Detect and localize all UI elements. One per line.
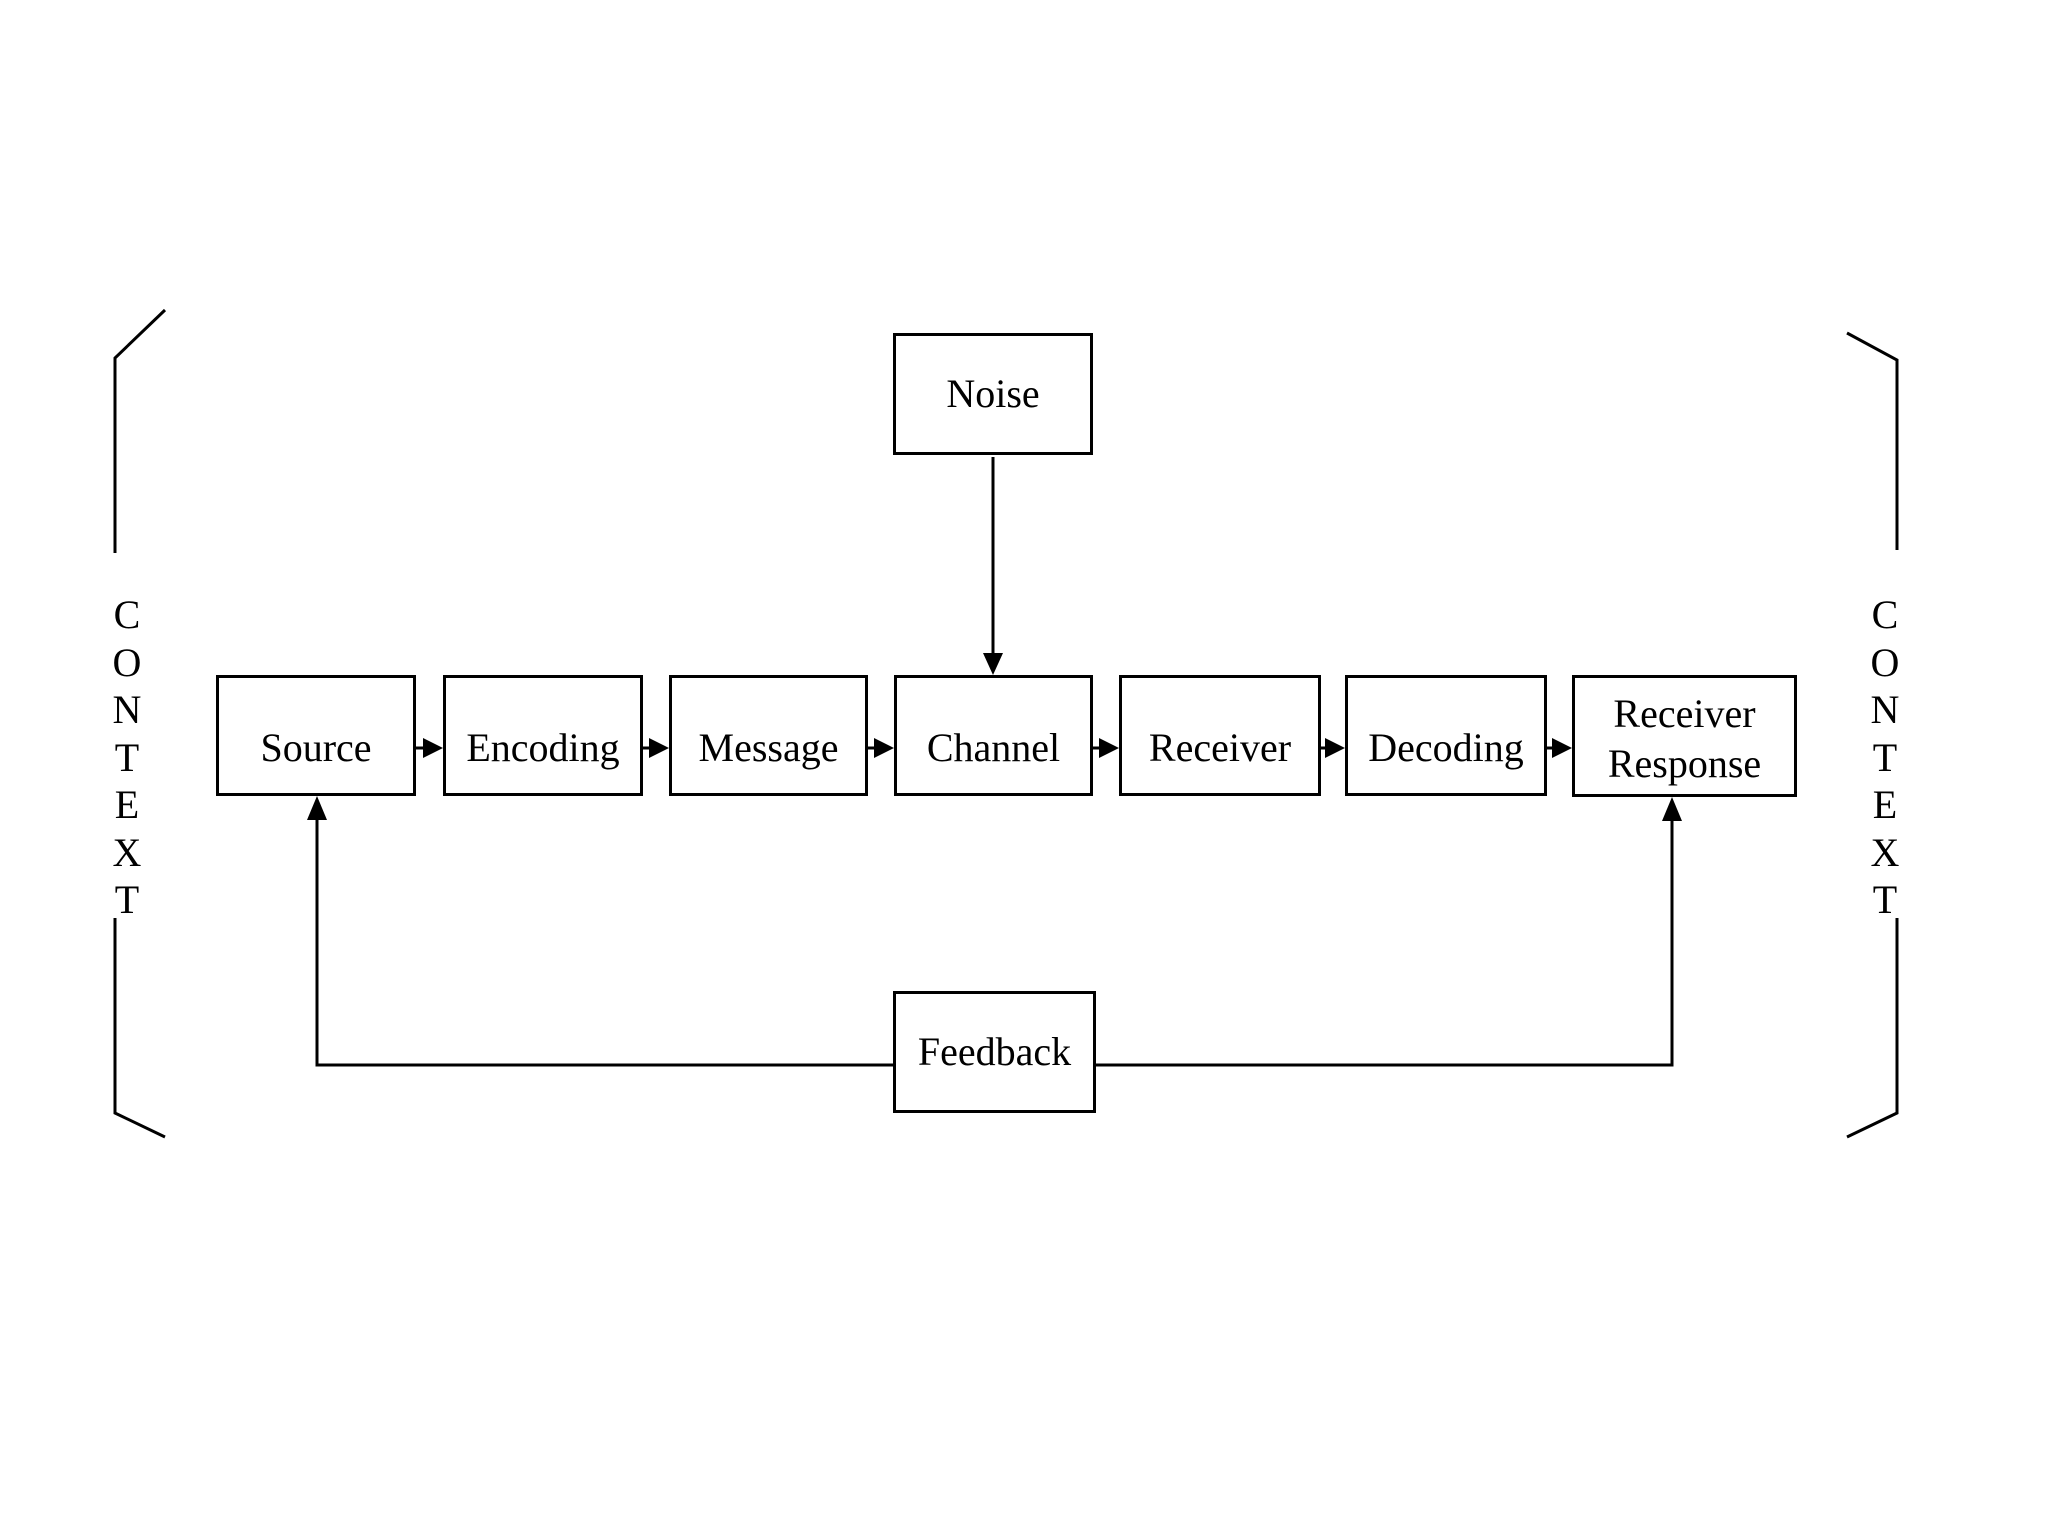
context-right-letter: C xyxy=(1871,592,1899,637)
encoding-to-message-arrowhead-icon xyxy=(649,738,669,758)
context-bracket-left-bottom xyxy=(113,918,166,1139)
feedback-to-receiver-response-line xyxy=(1096,821,1674,1067)
decoding-label: Decoding xyxy=(1368,724,1524,770)
receiver-response-label: Receiver Response xyxy=(1607,691,1762,786)
context-right-letter: X xyxy=(1870,829,1900,875)
noise-label: Noise xyxy=(946,371,1040,416)
encoding-box: Encoding xyxy=(443,675,643,796)
message-box: Message xyxy=(669,675,868,796)
context-right-letter: T xyxy=(1872,877,1898,922)
context-right-letter: N xyxy=(1870,687,1900,732)
context-right-letter: E xyxy=(1872,782,1898,827)
context-label-left: C O N T E X T xyxy=(95,591,159,924)
receiver-label: Receiver xyxy=(1148,724,1292,770)
channel-to-receiver-arrowhead-icon xyxy=(1099,738,1119,758)
receiver-box: Receiver xyxy=(1119,675,1321,796)
feedback-to-source-line xyxy=(315,820,893,1067)
noise-box: Noise xyxy=(893,333,1093,455)
message-label: Message xyxy=(698,724,839,770)
source-to-encoding-arrowhead-icon xyxy=(423,738,443,758)
receiver-response-box: Receiver Response xyxy=(1572,675,1797,797)
context-right-letter: O xyxy=(1870,639,1900,685)
context-right-letter: T xyxy=(1872,734,1898,780)
source-label: Source xyxy=(260,724,372,770)
decoding-to-receiver-response-arrowhead-icon xyxy=(1552,738,1572,758)
feedback-to-source-arrowhead-icon xyxy=(307,796,327,820)
channel-box: Channel xyxy=(894,675,1093,796)
feedback-label: Feedback xyxy=(917,1029,1072,1074)
receiver-to-decoding-arrowhead-icon xyxy=(1325,738,1345,758)
context-left-letter: T xyxy=(114,734,140,780)
context-left-letter: X xyxy=(112,829,142,875)
context-left-letter: O xyxy=(112,639,142,685)
message-to-channel-arrowhead-icon xyxy=(874,738,894,758)
feedback-box: Feedback xyxy=(893,991,1096,1113)
context-left-letter: T xyxy=(114,877,140,922)
decoding-box: Decoding xyxy=(1345,675,1547,796)
context-left-letter: N xyxy=(112,687,142,732)
context-bracket-right-bottom xyxy=(1846,918,1899,1139)
noise-arrowhead-icon xyxy=(983,653,1003,675)
encoding-label: Encoding xyxy=(466,724,620,770)
context-bracket-left-top xyxy=(113,308,167,553)
context-bracket-right-top xyxy=(1846,331,1899,550)
source-box: Source xyxy=(216,675,416,796)
channel-label: Channel xyxy=(926,724,1061,770)
context-left-letter: E xyxy=(114,782,140,827)
context-left-letter: C xyxy=(113,592,141,637)
feedback-to-receiver-response-arrowhead-icon xyxy=(1662,797,1682,821)
context-label-right: C O N T E X T xyxy=(1853,591,1917,924)
